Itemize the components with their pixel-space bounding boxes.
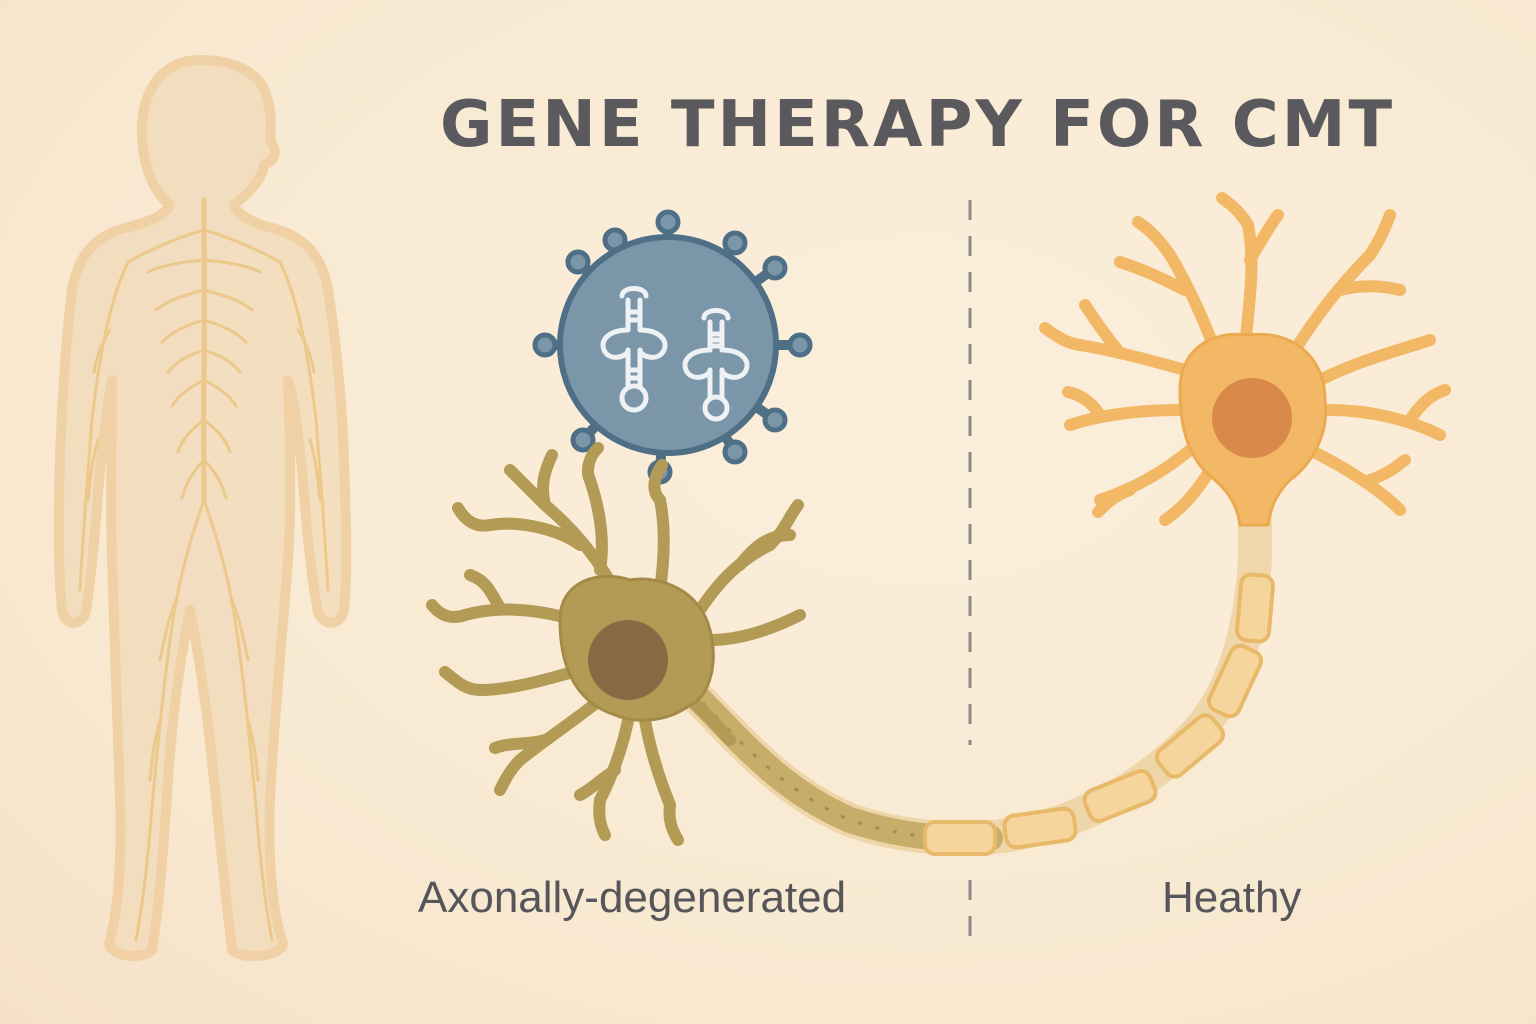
peripheral-nerves (78, 228, 330, 942)
axon (673, 503, 1275, 856)
spinal-nerve (201, 197, 207, 503)
degenerated-label: Axonally-degenerated (418, 873, 847, 922)
healthy-nucleus (1212, 378, 1292, 458)
healthy-label: Heathy (1162, 873, 1302, 922)
virus-vector-icon (532, 209, 813, 485)
healthy-neuron (1039, 192, 1451, 527)
page-title: GENE THERAPY FOR CMT (440, 88, 1396, 162)
dna-cargo-icon (600, 286, 750, 422)
degenerated-neuron (426, 442, 806, 846)
myelin-sheath-segments (923, 572, 1275, 856)
human-body-figure (53, 55, 352, 962)
degenerated-nucleus (588, 620, 668, 700)
